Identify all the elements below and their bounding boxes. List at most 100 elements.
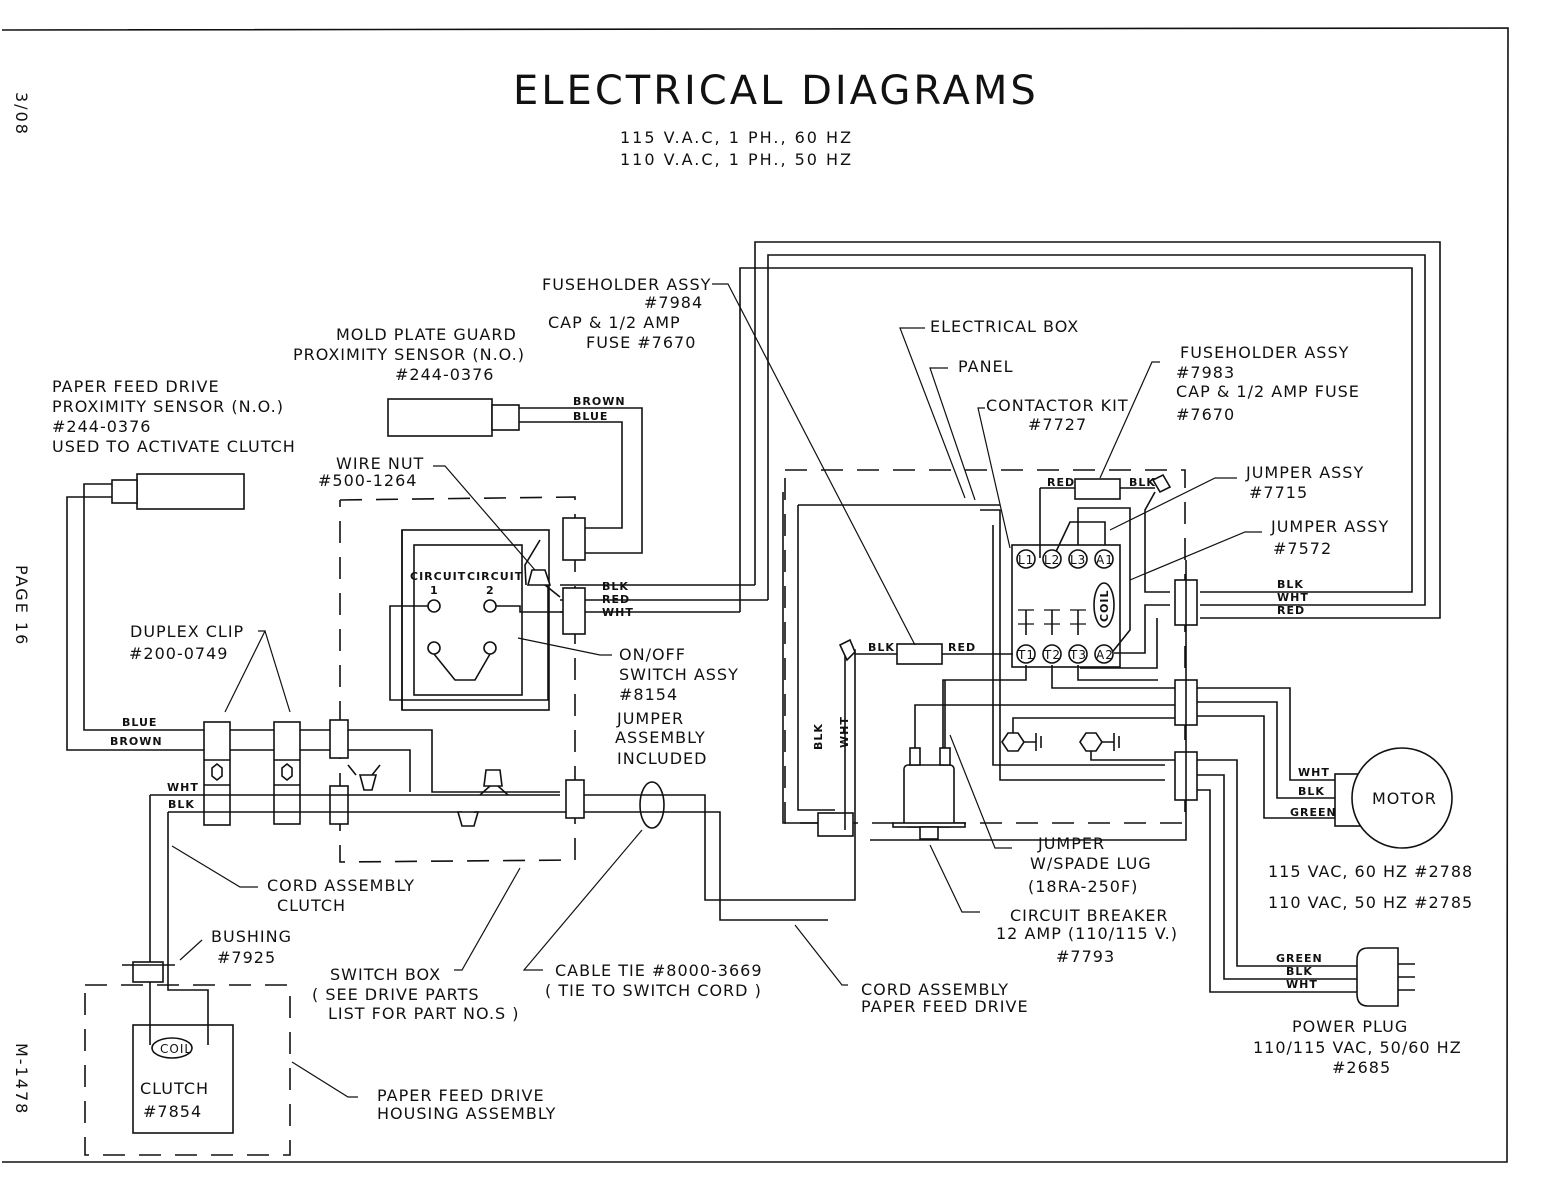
panel-label: PANEL bbox=[958, 357, 1014, 376]
ground-lug-icon bbox=[1079, 732, 1103, 752]
fuseholder-7983-cap: CAP & 1/2 AMP FUSE bbox=[1176, 382, 1360, 401]
fuseholder-7984-title: FUSEHOLDER ASSY bbox=[542, 275, 711, 294]
wire-label-wht-2: WHT bbox=[167, 781, 199, 794]
fuseholder-7983-title: FUSEHOLDER ASSY bbox=[1180, 343, 1349, 362]
mold-sensor-title: MOLD PLATE GUARD bbox=[336, 325, 517, 344]
power-plug-spec: 110/115 VAC, 50/60 HZ bbox=[1253, 1038, 1462, 1057]
clutch-label: CLUTCH bbox=[140, 1079, 209, 1098]
switch-jumper-line-3: INCLUDED bbox=[617, 749, 707, 768]
circuit-1-label: CIRCUIT bbox=[410, 570, 466, 583]
page-border bbox=[1, 27, 1509, 1163]
page-title: ELECTRICAL DIAGRAMS bbox=[513, 68, 1039, 114]
wire-label-red-4: RED bbox=[1047, 476, 1075, 489]
wire-nut-title: WIRE NUT bbox=[336, 454, 424, 473]
power-plug-part-number: #2685 bbox=[1332, 1058, 1391, 1077]
switch-assy-part-number: #8154 bbox=[619, 685, 678, 704]
wire-label-wht-plug: WHT bbox=[1286, 978, 1318, 991]
main-wire-loops bbox=[560, 241, 1441, 619]
ground-lug-icon bbox=[1001, 732, 1025, 752]
power-plug: GREEN BLK WHT POWER PLUG 110/115 VAC, 50… bbox=[1197, 759, 1462, 1077]
wire-nut-icon bbox=[483, 769, 503, 787]
wire-label-blk-3: BLK bbox=[868, 641, 895, 654]
cable-tie-title: CABLE TIE #8000-3669 bbox=[555, 961, 763, 980]
jumper-7715-part-number: #7715 bbox=[1249, 483, 1308, 502]
housing-subtitle: HOUSING ASSEMBLY bbox=[377, 1104, 556, 1123]
wire-label-red-5: RED bbox=[1277, 604, 1305, 617]
margin-page-number: PAGE 16 bbox=[12, 565, 31, 646]
margin-date: 3/08 bbox=[12, 92, 31, 136]
cord-clutch-title: CORD ASSEMBLY bbox=[267, 876, 415, 895]
spade-lug-icon bbox=[1151, 473, 1172, 494]
jumper-spade-type: W/SPADE LUG bbox=[1030, 854, 1152, 873]
cord-paper-feed-subtitle: PAPER FEED DRIVE bbox=[861, 997, 1029, 1016]
fuseholder-7984-cap: CAP & 1/2 AMP bbox=[548, 313, 681, 332]
wire-label-blk: BLK bbox=[602, 580, 629, 593]
clutch-coil bbox=[151, 1037, 193, 1059]
cord-clutch-subtitle: CLUTCH bbox=[277, 896, 346, 915]
wire-label-wht-motor: WHT bbox=[1298, 766, 1330, 779]
wire-label-wht-5: WHT bbox=[1277, 591, 1309, 604]
switch-box: CIRCUIT 1 CIRCUIT 2 BLK RED WHT bbox=[339, 496, 634, 863]
jumper-spade-part-number: (18RA-250F) bbox=[1028, 877, 1138, 896]
wire-label-blue-2: BLUE bbox=[122, 716, 157, 729]
electrical-box-label: ELECTRICAL BOX bbox=[930, 317, 1079, 336]
wire-nut-icon bbox=[526, 569, 552, 586]
terminal-t2: T2 bbox=[1043, 648, 1061, 662]
jumper-7715-title: JUMPER ASSY bbox=[1245, 463, 1364, 482]
contactor-top-terminals: L1 L2 L3 A1 bbox=[1016, 549, 1114, 569]
terminal-l1: L1 bbox=[1018, 553, 1034, 567]
wire-label-blk-5: BLK bbox=[1277, 578, 1304, 591]
clutch-part-number: #7854 bbox=[143, 1102, 202, 1121]
circuit-2-label: CIRCUIT bbox=[467, 570, 523, 583]
wire-label-green-motor: GREEN bbox=[1290, 806, 1337, 819]
hex-nut-icon bbox=[211, 762, 223, 782]
wire-label-blk-motor: BLK bbox=[1298, 785, 1325, 798]
power-plug-label: POWER PLUG bbox=[1292, 1017, 1408, 1036]
wire-nut-part-number: #500-1264 bbox=[318, 471, 417, 490]
circuit-breaker bbox=[903, 764, 955, 828]
switch-jumper-line-2: ASSEMBLY bbox=[615, 728, 706, 747]
jumper-7572-part-number: #7572 bbox=[1273, 539, 1332, 558]
wire-label-green-plug: GREEN bbox=[1276, 952, 1323, 965]
fuseholder-7983 bbox=[1074, 478, 1121, 500]
callout-labels: FUSEHOLDER ASSY #7984 CAP & 1/2 AMP FUSE… bbox=[52, 275, 1389, 1123]
wire-nut-icon bbox=[358, 774, 378, 791]
jumper-7572-title: JUMPER ASSY bbox=[1270, 517, 1389, 536]
wire-label-wht: WHT bbox=[602, 606, 634, 619]
mold-sensor-part-number: #244-0376 bbox=[395, 365, 494, 384]
clutch-cord: COIL CLUTCH #7854 bbox=[84, 795, 291, 1156]
mold-plate-proximity-sensor: BROWN BLUE bbox=[387, 395, 643, 554]
wire-label-blk-plug: BLK bbox=[1286, 965, 1313, 978]
switch-jumper-line-1: JUMPER bbox=[616, 709, 684, 728]
fuseholder-7983-number: #7983 bbox=[1176, 363, 1235, 382]
wire-label-blk-4: BLK bbox=[1129, 476, 1156, 489]
fuseholder-7984-fuse: FUSE #7670 bbox=[586, 333, 696, 352]
motor-spec-50hz: 110 VAC, 50 HZ #2785 bbox=[1268, 893, 1473, 912]
housing-title: PAPER FEED DRIVE bbox=[377, 1086, 545, 1105]
terminal-l3: L3 bbox=[1070, 553, 1086, 567]
switch-assy-line-1: ON/OFF bbox=[619, 645, 686, 664]
bushing-part-number: #7925 bbox=[217, 948, 276, 967]
contactor bbox=[1011, 544, 1121, 668]
wire-label-blue: BLUE bbox=[573, 410, 608, 423]
paper-feed-sensor-type: PROXIMITY SENSOR (N.O.) bbox=[52, 397, 284, 416]
motor: MOTOR WHT BLK GREEN 115 VAC, 60 HZ #2788… bbox=[1197, 687, 1473, 912]
spade-lug-icon bbox=[838, 638, 856, 662]
paper-feed-proximity-sensor: BLUE BROWN bbox=[66, 473, 560, 793]
wire-nut-icon bbox=[456, 811, 480, 827]
contactor-coil-label: COIL bbox=[1098, 589, 1111, 622]
wire-label-brown: BROWN bbox=[573, 395, 626, 408]
circuit-breaker-rating: 12 AMP (110/115 V.) bbox=[996, 924, 1178, 943]
terminal-t1: T1 bbox=[1017, 648, 1035, 662]
contactor-coil bbox=[1093, 582, 1115, 628]
switch-assy-line-2: SWITCH ASSY bbox=[619, 665, 739, 684]
circuit-breaker-part-number: #7793 bbox=[1056, 947, 1115, 966]
bushing-title: BUSHING bbox=[211, 927, 292, 946]
switch-box-title: SWITCH BOX bbox=[330, 965, 441, 984]
wire-label-blk-2: BLK bbox=[168, 798, 195, 811]
paper-feed-sensor-title: PAPER FEED DRIVE bbox=[52, 377, 220, 396]
jumper-spade-title: JUMPER bbox=[1037, 834, 1105, 853]
duplex-clip-part-number: #200-0749 bbox=[129, 644, 228, 663]
bushing bbox=[132, 961, 164, 983]
